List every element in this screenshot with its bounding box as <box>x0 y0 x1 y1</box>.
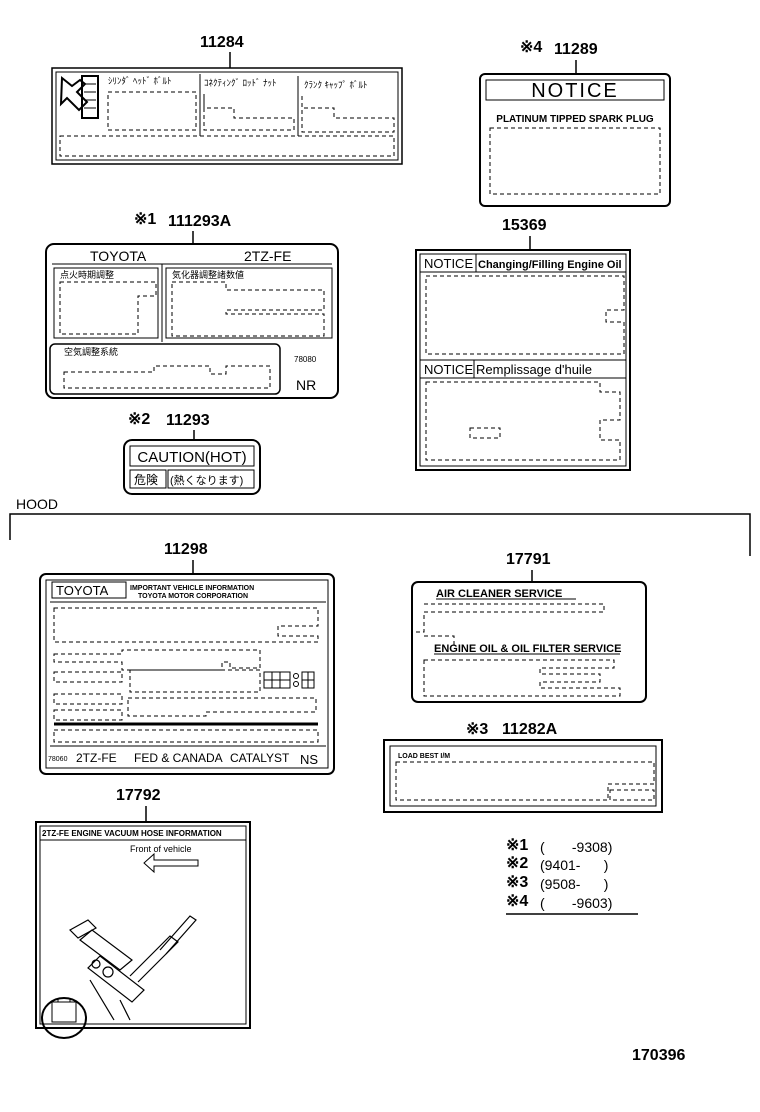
part-11293: ※2 11293 CAUTION(HOT) 危険 (熱くなります) <box>123 411 261 495</box>
front-of-vehicle: Front of vehicle <box>130 844 192 854</box>
oil-filter-service: ENGINE OIL & OIL FILTER SERVICE <box>434 643 621 655</box>
legend-range-2: (9401- ) <box>540 857 608 873</box>
engine-code: 2TZ-FE <box>244 248 291 264</box>
label-code: 78080 <box>294 355 317 364</box>
part-17791: 17791 AIR CLEANER SERVICE ENGINE OIL & O… <box>411 551 647 703</box>
mark-11282a: ※3 <box>466 721 488 738</box>
part-number-111293a: 111293A <box>168 213 232 230</box>
cell-cylinder-head-bolt: ｼﾘﾝﾀﾞ ﾍｯﾄﾞ ﾎﾞﾙﾄ <box>108 76 172 86</box>
grid-icon <box>263 671 315 689</box>
part-17792: 17792 2TZ-FE ENGINE VACUUM HOSE INFORMAT… <box>35 787 251 1039</box>
part-11289: ※4 11289 NOTICE PLATINUM TIPPED SPARK PL… <box>479 39 671 207</box>
label-suffix: NR <box>296 377 316 393</box>
right-cell-title: 気化器調整諸数値 <box>172 269 244 280</box>
part-111293a: ※1 111293A TOYOTA 2TZ-FE 点火時期調整 気化器調整諸数値… <box>45 211 339 399</box>
applicability-legend: ※1 ( -9308) ※2 (9401- ) ※3 (9508- ) ※4 (… <box>506 837 638 915</box>
hood-label: HOOD <box>16 496 58 512</box>
toyota-motor-corp-line: TOYOTA MOTOR CORPORATION <box>138 593 248 600</box>
toyota-brand-11298: TOYOTA <box>56 583 109 598</box>
market-11298: FED & CANADA <box>134 751 223 765</box>
spark-plug-line: PLATINUM TIPPED SPARK PLUG <box>496 114 654 125</box>
title-french: Remplissage d'huile <box>476 362 592 377</box>
diagram-code: 170396 <box>632 1047 685 1064</box>
hot-jp: (熱くなります) <box>170 474 243 487</box>
left-cell-title: 点火時期調整 <box>60 269 114 280</box>
part-number-11284: 11284 <box>200 34 244 51</box>
part-number-17791: 17791 <box>506 551 551 568</box>
part-number-15369: 15369 <box>502 217 547 234</box>
suffix-11298: NS <box>300 752 318 767</box>
engine-code-11298: 2TZ-FE <box>76 751 117 765</box>
load-best-im: LOAD BEST I/M <box>398 753 450 760</box>
bottom-cell-title: 空気調整系統 <box>64 346 118 357</box>
legend-mark-1: ※1 <box>506 837 528 854</box>
notice-header: NOTICE <box>531 80 619 102</box>
inset-circle <box>41 997 87 1039</box>
danger-jp: 危険 <box>134 473 158 487</box>
legend-mark-3: ※3 <box>506 874 528 891</box>
important-info-line: IMPORTANT VEHICLE INFORMATION <box>130 585 254 592</box>
hood-section: HOOD <box>9 496 751 556</box>
vacuum-hose-title: 2TZ-FE ENGINE VACUUM HOSE INFORMATION <box>42 829 222 838</box>
caution-hot: CAUTION(HOT) <box>137 449 246 466</box>
air-cleaner-service: AIR CLEANER SERVICE <box>436 588 562 600</box>
part-number-11289: 11289 <box>554 41 598 58</box>
toyota-brand: TOYOTA <box>90 248 147 264</box>
legend-mark-4: ※4 <box>506 893 528 910</box>
catalyst-11298: CATALYST <box>230 751 290 765</box>
part-number-17792: 17792 <box>116 787 161 804</box>
part-number-11298: 11298 <box>164 541 208 558</box>
mark-111293a: ※1 <box>134 211 156 228</box>
legend-range-3: (9508- ) <box>540 876 608 892</box>
part-11282a: ※3 11282A LOAD BEST I/M <box>383 721 663 813</box>
mark-11289: ※4 <box>520 39 542 56</box>
notice-english: NOTICE <box>424 256 473 271</box>
part-number-11293: 11293 <box>166 412 210 429</box>
legend-range-1: ( -9308) <box>540 839 612 855</box>
arrow-left-icon <box>143 852 199 874</box>
part-15369: 15369 NOTICE Changing/Filling Engine Oil… <box>415 217 631 471</box>
legend-range-4: ( -9603) <box>540 895 612 911</box>
notice-french: NOTICE <box>424 362 473 377</box>
cell-connecting-rod-nut: ｺﾈｸﾃｨﾝｸﾞ ﾛｯﾄﾞ ﾅｯﾄ <box>204 78 277 88</box>
engine-sketch <box>69 915 197 1021</box>
part-11298: 11298 TOYOTA IMPORTANT VEHICLE INFORMATI… <box>39 541 335 775</box>
label-code-11298: 78060 <box>48 756 68 763</box>
wrench-icon <box>59 75 99 119</box>
title-english: Changing/Filling Engine Oil <box>478 259 622 271</box>
legend-mark-2: ※2 <box>506 855 528 872</box>
mark-11293: ※2 <box>128 411 150 428</box>
cell-crank-cap-bolt: ｸﾗﾝｸ ｷｬｯﾌﾟ ﾎﾞﾙﾄ <box>304 80 368 90</box>
part-11284: 11284 ｼﾘﾝﾀﾞ ﾍｯﾄﾞ ﾎﾞﾙﾄ ｺﾈｸﾃｨﾝｸﾞ ﾛｯﾄﾞ ﾅｯﾄ … <box>51 34 403 165</box>
part-number-11282a: 11282A <box>502 721 558 738</box>
